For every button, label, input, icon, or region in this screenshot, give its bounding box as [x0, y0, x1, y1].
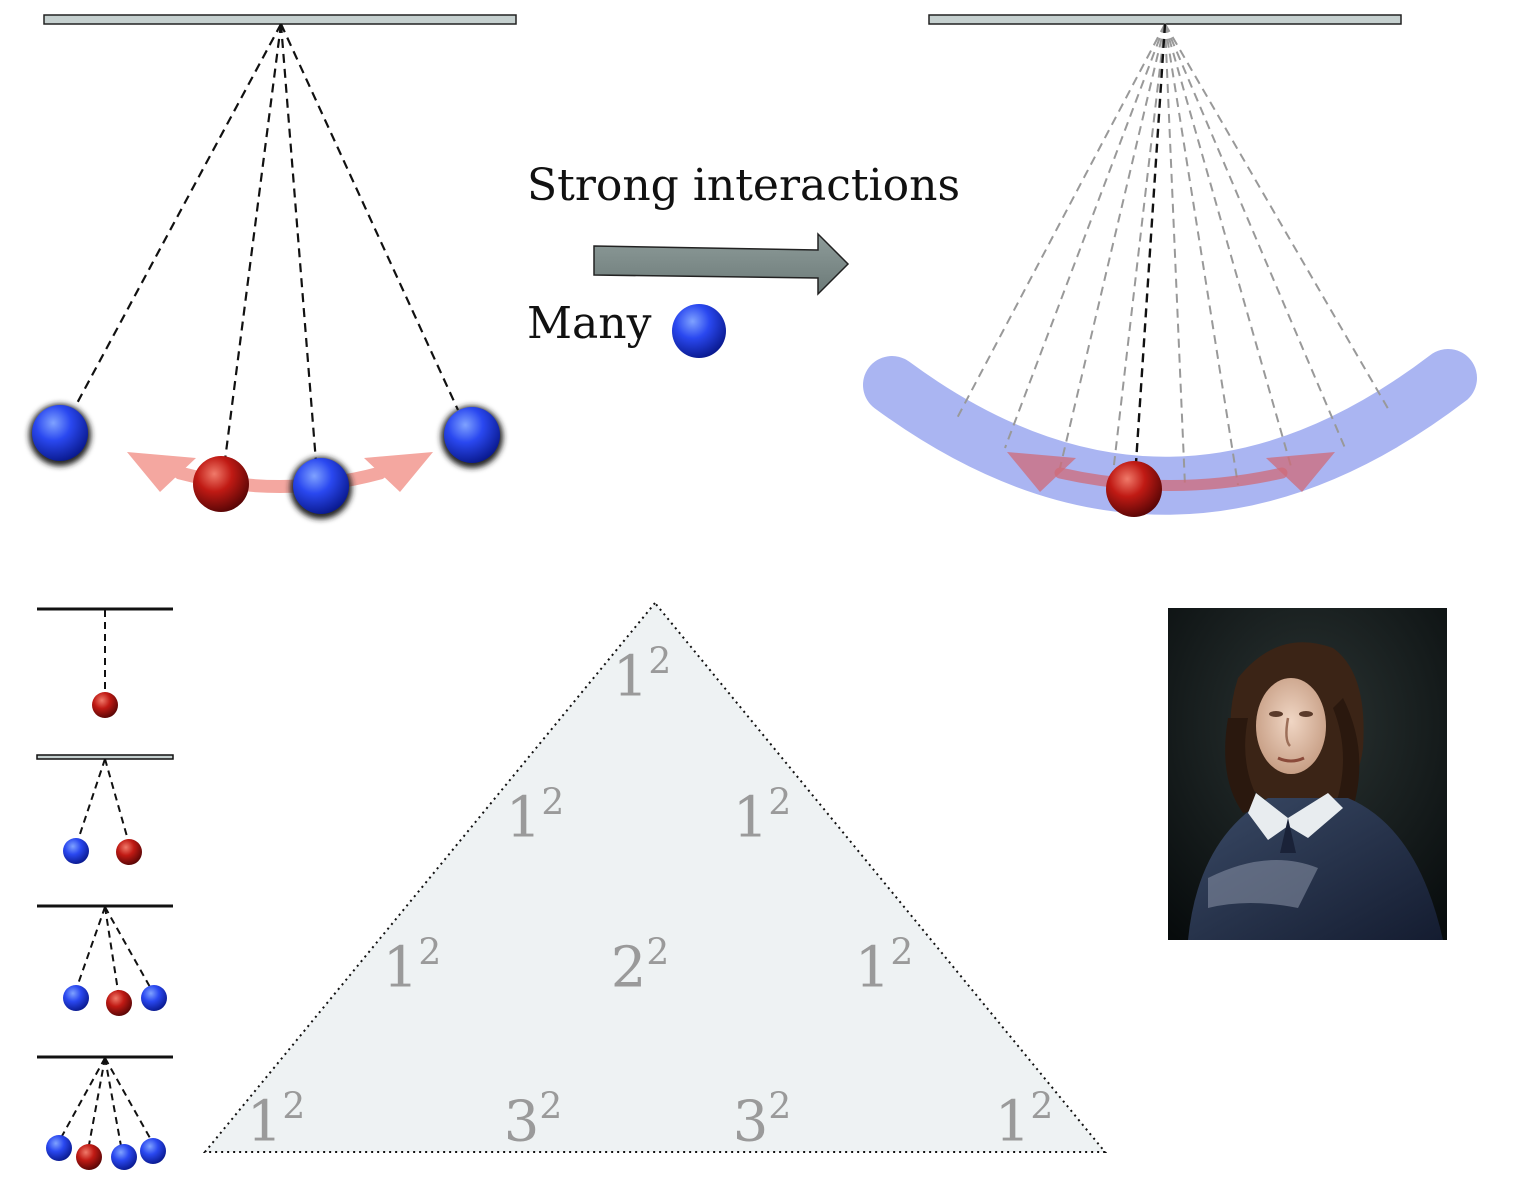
small-pendulum-1 [37, 607, 173, 718]
triangle-cell: 12 [505, 782, 565, 851]
string [61, 1057, 106, 1137]
string [104, 1057, 151, 1139]
small-pendulum-3 [37, 904, 173, 1016]
triangle-cell: 12 [246, 1086, 306, 1155]
pendulum-right [863, 14, 1477, 517]
swing-arrow-right [1054, 467, 1288, 491]
blue-ball-icon [46, 1135, 72, 1161]
red-ball-icon [1106, 461, 1162, 517]
blue-ball-icon [140, 1138, 166, 1164]
string [223, 23, 283, 461]
string [104, 1057, 122, 1147]
small-pendulum-2 [36, 754, 174, 865]
red-ball-icon [106, 990, 132, 1016]
string [104, 906, 119, 992]
potential-band [863, 349, 1477, 515]
right-arrow-icon [593, 232, 850, 296]
swing-arrowhead-left [1007, 452, 1076, 492]
triangle-cell: 12 [382, 932, 442, 1001]
string [1134, 23, 1167, 464]
triangle-cell: 32 [732, 1086, 792, 1155]
triangle-cell: 12 [732, 782, 792, 851]
portrait-painting [1168, 608, 1447, 940]
blue-ball-icon [293, 458, 349, 514]
triangle-cell: 32 [503, 1086, 563, 1155]
blue-ball-icon [672, 304, 726, 358]
blue-ball-icon [444, 407, 500, 463]
swing-arrowhead-right [364, 452, 433, 492]
red-ball-icon [116, 839, 142, 865]
swing-arrowhead-left [127, 452, 196, 492]
string [104, 906, 151, 988]
red-ball-icon [92, 692, 118, 718]
red-ball-icon [76, 1144, 102, 1170]
string [279, 23, 318, 463]
string [74, 23, 282, 408]
string [88, 1057, 106, 1146]
string [280, 23, 459, 411]
pendulum-left [29, 14, 517, 519]
ceiling-bar-left [43, 14, 517, 25]
triangle-cell: 12 [994, 1086, 1054, 1155]
blue-ball-icon [63, 838, 89, 864]
red-ball-icon [193, 456, 249, 512]
swing-arrowhead-right [1266, 452, 1335, 492]
blue-ball-icon [141, 985, 167, 1011]
blue-ball-icon [63, 985, 89, 1011]
triangle-cell: 12 [612, 641, 672, 710]
string [76, 906, 106, 988]
grey-strings [954, 23, 1391, 487]
ceiling-line [36, 754, 174, 760]
strong-interactions-label: Strong interactions [527, 160, 961, 211]
blue-ball-icon [32, 405, 88, 461]
blue-ball-icon [111, 1144, 137, 1170]
small-pendulum-4 [37, 1055, 173, 1170]
string [104, 758, 129, 841]
pascal-triangle [202, 601, 1108, 1153]
portrait-svg [1168, 608, 1447, 940]
string [77, 758, 106, 841]
triangle-cell: 12 [854, 932, 914, 1001]
triangle-cell: 22 [610, 932, 670, 1001]
ceiling-bar-right [928, 14, 1402, 25]
many-label: Many [527, 298, 652, 349]
